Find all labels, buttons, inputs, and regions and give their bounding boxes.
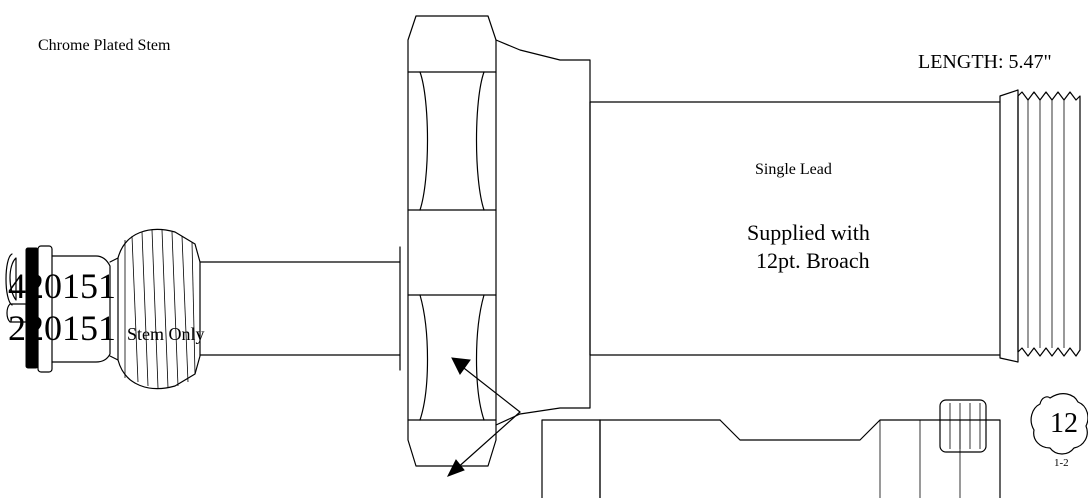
left-shaft bbox=[199, 246, 401, 371]
chrome-note: Chrome Plated Stem bbox=[38, 37, 171, 54]
twelve-point-badge bbox=[1030, 393, 1088, 455]
broach-end bbox=[999, 89, 1081, 363]
broach-detail bbox=[939, 399, 987, 453]
broach-points: 12 bbox=[1050, 408, 1078, 439]
hex-nut bbox=[407, 15, 591, 467]
threaded-section bbox=[109, 228, 201, 390]
lead-label: Single Lead bbox=[755, 161, 832, 178]
length-label: LENGTH: 5.47" bbox=[918, 51, 1052, 73]
part-number-main: 420151 bbox=[8, 266, 116, 306]
part-number-stem-note: Stem Only bbox=[127, 324, 205, 344]
right-shaft bbox=[589, 101, 1001, 356]
broach-code: 1-2 bbox=[1054, 457, 1069, 469]
supplied-line-1: Supplied with bbox=[747, 220, 870, 245]
dimension-arrows bbox=[446, 357, 521, 477]
part-number-stem: 220151 Stem Only bbox=[8, 310, 205, 346]
supplied-line-2: 12pt. Broach bbox=[756, 248, 870, 273]
seat-washer-assembly bbox=[5, 245, 111, 373]
part-number-stem-value: 220151 bbox=[8, 308, 116, 348]
nut-side-view bbox=[541, 419, 1001, 498]
